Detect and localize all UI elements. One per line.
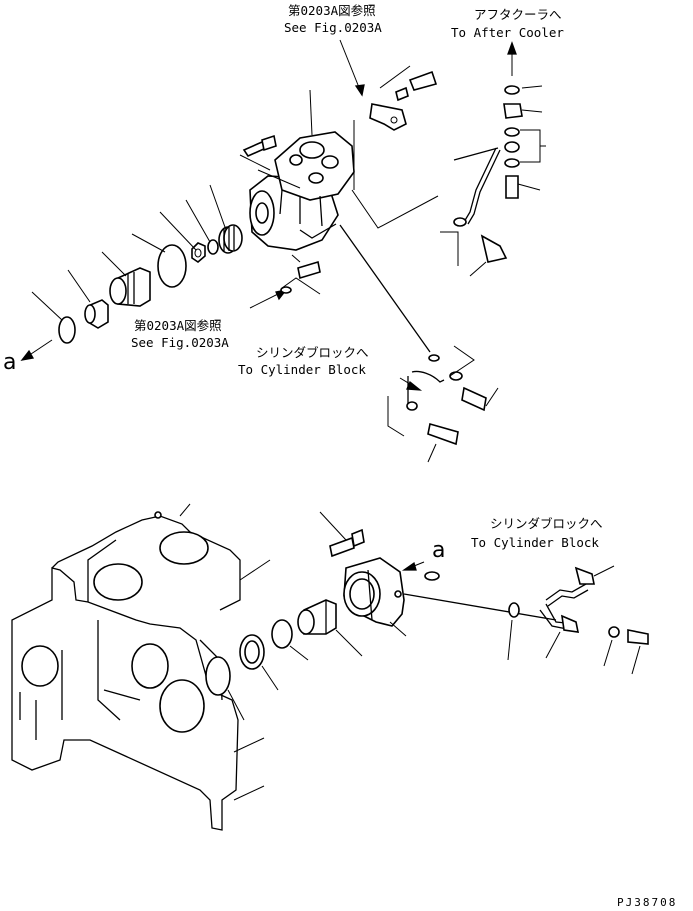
item-leaders-lower <box>227 621 407 721</box>
bolt <box>395 70 438 102</box>
callout-en-text: See Fig.0203A <box>284 20 382 35</box>
callout-en-text: To After Cooler <box>451 25 564 40</box>
retaining-ring <box>271 619 293 649</box>
callout-cylinder-block-lower: シリンダブロックへ To Cylinder Block <box>471 516 603 550</box>
callout-after-cooler: アフタクーラへ To After Cooler <box>451 7 564 40</box>
drive-gear <box>218 224 243 254</box>
item-leaders-upper <box>31 89 313 321</box>
drawing-code: PJ38708 <box>617 896 677 909</box>
o-ring <box>205 656 231 696</box>
callout-jp-text: シリンダブロックへ <box>490 516 603 531</box>
coupling-sleeve <box>109 267 151 307</box>
after-cooler-fittings <box>503 85 546 199</box>
air-pipe-upper <box>440 147 508 277</box>
callout-see-fig-top: 第0203A図参照 See Fig.0203A <box>284 3 382 35</box>
air-pipe-cylinder <box>339 224 499 463</box>
washer <box>207 239 219 255</box>
nut <box>191 242 206 264</box>
bolt <box>329 528 365 558</box>
connector-lines <box>280 189 439 295</box>
retaining-ring <box>58 316 76 344</box>
cylinder-block <box>11 503 271 831</box>
coupling-plug <box>84 299 109 329</box>
callout-jp-text: アフタクーラへ <box>474 7 562 22</box>
callout-en-text: See Fig.0203A <box>131 335 229 350</box>
bearing <box>239 634 265 670</box>
callout-en-text: To Cylinder Block <box>471 535 599 550</box>
air-compressor <box>249 131 355 251</box>
leader-line <box>319 511 347 541</box>
callout-jp-text: シリンダブロックへ <box>256 345 369 360</box>
view-marker-a-upper: a <box>3 350 16 375</box>
callout-see-fig-mid: 第0203A図参照 See Fig.0203A <box>131 318 229 350</box>
callout-jp-text: 第0203A図参照 <box>134 318 222 333</box>
callout-en-text: To Cylinder Block <box>238 362 366 377</box>
leader-line <box>239 154 271 171</box>
air-pipe-lower <box>403 565 649 675</box>
compressor-mount-housing <box>343 557 405 627</box>
callout-jp-text: 第0203A図参照 <box>288 3 376 18</box>
callout-cylinder-block-upper: シリンダブロックへ To Cylinder Block <box>238 345 369 377</box>
o-ring <box>157 244 187 288</box>
bolt <box>242 134 277 158</box>
bushing <box>297 599 337 635</box>
bracket <box>353 103 407 190</box>
view-arrow-a-lower <box>401 561 440 581</box>
leader-line <box>379 65 411 89</box>
view-marker-a-lower: a <box>432 538 445 563</box>
